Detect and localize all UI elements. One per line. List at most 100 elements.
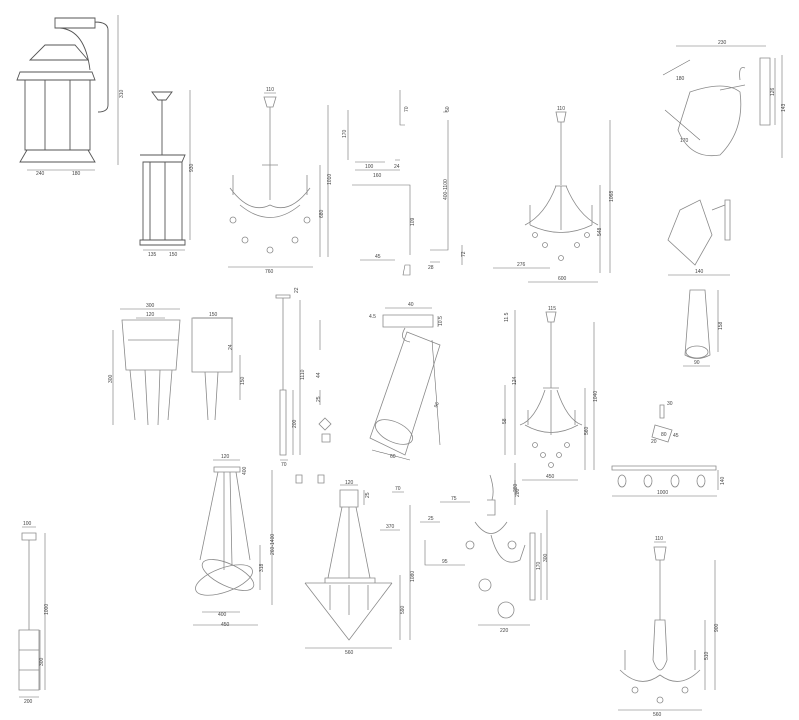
dim-label: 109: [410, 217, 416, 226]
dim-label: 44: [316, 372, 322, 378]
dim-label: 135: [148, 252, 157, 258]
dim-label: 560: [584, 426, 590, 435]
dim-label: 260-1400: [270, 534, 276, 555]
chandelier-c: 115 11.5 1040 124 58 560 450 280: [502, 306, 599, 505]
dim-label: 110: [266, 87, 274, 93]
bracket-details: 170 70 100 24 160 109 45 50 400-1100 72 …: [342, 90, 467, 276]
dim-label: 280: [515, 488, 521, 497]
dim-label: 160: [373, 173, 382, 179]
dim-label: 90: [694, 360, 700, 366]
dim-label: 300: [146, 303, 155, 309]
dim-label: 110: [655, 536, 663, 542]
dim-label: 200: [24, 699, 33, 705]
dim-label: 170: [342, 129, 348, 138]
dim-label: 25: [428, 516, 434, 522]
dim-label: 600: [558, 276, 567, 282]
dim-label: 170: [536, 561, 542, 570]
dim-label: 560: [653, 712, 662, 718]
tube-pendant: 22 1110 200 70 44 25: [275, 287, 332, 484]
dim-label: 100: [23, 521, 32, 527]
dim-label: 240: [36, 171, 45, 177]
outdoor-wall-lantern: 240 180 310: [16, 15, 125, 177]
dim-label: 180: [676, 76, 685, 82]
chandelier-b: 110 1068 548 276 600: [493, 106, 615, 283]
dim-label: 510: [704, 651, 710, 660]
flat-chandelier: 120 25 1080 590 560 70 370 75 25 95: [304, 480, 470, 656]
dim-label: 930: [189, 163, 195, 172]
dim-label: 318: [259, 563, 265, 572]
dim-label: 95: [442, 559, 448, 565]
chandelier-d: 110 900 510 560: [618, 536, 720, 718]
dim-label: 548: [597, 227, 603, 236]
dim-label: 300: [543, 553, 549, 562]
dim-label: 58: [502, 418, 508, 424]
dim-label: 120: [146, 312, 155, 318]
dim-label: 45: [375, 254, 381, 260]
dim-label: 300: [108, 374, 114, 383]
dim-label: 1000: [657, 490, 668, 496]
dim-label: 45: [673, 433, 679, 439]
ring-pendant: 120 400 260-1400 318 400 450: [193, 454, 276, 628]
dim-label: 450: [546, 474, 555, 480]
dim-label: 40: [408, 302, 414, 308]
dim-label: 140: [695, 269, 704, 275]
dim-label: 30: [667, 401, 673, 407]
dim-label: 170: [680, 138, 689, 144]
dim-label: 110: [557, 106, 565, 112]
dim-label: 220: [500, 628, 509, 634]
dim-label: 200: [292, 419, 298, 428]
dim-label: 20: [651, 439, 657, 445]
dim-label: 22: [294, 287, 300, 293]
dim-label: 24: [228, 344, 234, 350]
dim-label: 150: [240, 376, 246, 385]
dim-label: 50: [445, 106, 451, 112]
dim-label: 124: [512, 376, 518, 385]
dim-label: 230: [718, 40, 727, 46]
dim-label: 70: [281, 462, 287, 468]
dim-label: 400: [218, 612, 227, 618]
dim-label: 70: [404, 106, 410, 112]
dim-label: 115: [548, 306, 556, 312]
dim-label: 370: [386, 524, 395, 530]
dim-label: 4.5: [369, 314, 376, 320]
dim-label: 126: [770, 87, 776, 96]
dim-label: 180: [72, 171, 81, 177]
dim-label: 1068: [609, 191, 615, 202]
small-pendant: 100 1000 300 200: [18, 521, 50, 705]
wall-spot: 230 180 126 143 170 140 158 90: [662, 40, 787, 367]
dim-label: 10.5: [438, 316, 444, 326]
dim-label: 25: [365, 492, 371, 498]
dim-label: 276: [517, 262, 526, 268]
dim-label: 590: [400, 605, 406, 614]
dim-label: 1040: [593, 391, 599, 402]
bar-ceiling-light: 1000 140: [611, 465, 726, 497]
dim-label: 100: [365, 164, 374, 170]
dim-label: 11.5: [504, 312, 510, 322]
dim-label: 400: [242, 466, 248, 475]
dim-label: 70: [395, 486, 401, 492]
dim-label: 1080: [410, 571, 416, 582]
dim-label: 400-1100: [443, 179, 449, 200]
dim-label: 120: [221, 454, 230, 460]
dim-label: 24: [394, 164, 400, 170]
dim-label: 900: [714, 623, 720, 632]
crystal-sconce: 300 120 300 150 24 150: [108, 303, 246, 426]
dim-label: 143: [781, 103, 787, 112]
dim-label: 150: [169, 252, 178, 258]
mini-spot: 30 80 20 45: [651, 401, 679, 445]
dim-label: 140: [720, 476, 726, 485]
dim-label: 80: [661, 432, 667, 438]
dim-label: 60: [390, 454, 396, 460]
candle-sconce: 280 170 300 220: [465, 474, 549, 634]
dim-label: 150: [209, 312, 218, 318]
dim-label: 680: [319, 209, 325, 218]
dim-label: 1010: [327, 174, 333, 185]
dim-label: 280: [513, 483, 519, 492]
dim-label: 1000: [44, 604, 50, 615]
dim-label: 158: [718, 321, 724, 330]
dim-label: 560: [345, 650, 354, 656]
dim-label: 1110: [300, 369, 306, 380]
chandelier-a: 110 760 1010 680: [228, 87, 333, 275]
dim-label: 72: [461, 251, 467, 257]
